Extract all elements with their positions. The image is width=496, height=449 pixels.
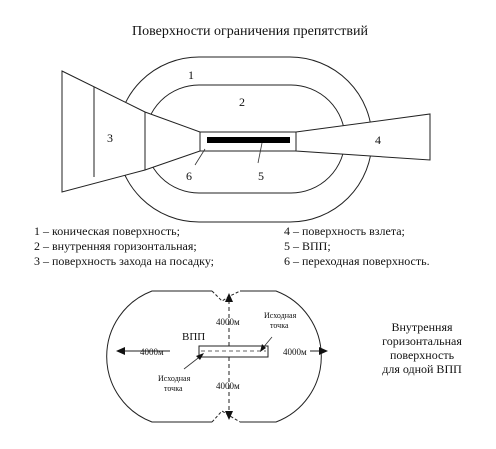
ref-point-lower-line2: точка [164, 384, 183, 393]
legend-item-3: 3 – поверхность захода на посадку; [34, 254, 214, 268]
caption-line-2: горизонтальная [382, 334, 462, 348]
leader-5 [257, 142, 263, 164]
diagram-title: Поверхности ограничения препятствий [132, 24, 368, 39]
leader-6 [194, 148, 206, 166]
upper-diagram: 1 2 3 4 5 6 [61, 56, 431, 223]
legend-item-1: 1 – коническая поверхность; [34, 224, 180, 238]
ref-point-upper-line2: точка [270, 321, 289, 330]
distance-top: 4000м [216, 317, 240, 327]
takeoff-surface [295, 113, 431, 161]
ref-point-upper-line1: Исходная [264, 311, 297, 320]
legend-item-2: 2 – внутренняя горизонтальная; [34, 239, 197, 253]
runway [207, 137, 290, 143]
horizontal-surface-boundary-right [240, 290, 322, 423]
distance-bottom: 4000м [216, 381, 240, 391]
legend-item-6: 6 – переходная поверхность. [284, 254, 430, 268]
lower-vpp-label: ВПП [182, 331, 205, 343]
ref-arrow-upper-icon [260, 344, 266, 352]
zone-label-1: 1 [188, 68, 194, 82]
arrow-down-icon [225, 411, 233, 420]
horizontal-surface-boundary [106, 290, 212, 423]
caption-line-1: Внутренняя [391, 320, 453, 334]
arrow-right-icon [319, 347, 328, 355]
caption-line-4: для одной ВПП [382, 362, 462, 376]
lower-diagram: ВПП 4000м 4000м 4000м 4000м Исходная точ… [106, 290, 328, 423]
distance-right: 4000м [283, 347, 307, 357]
lower-caption: Внутренняя горизонтальная поверхность дл… [382, 320, 462, 376]
zone-label-3: 3 [107, 131, 113, 145]
arrow-left-icon [116, 347, 125, 355]
legend-item-4: 4 – поверхность взлета; [284, 224, 405, 238]
zone-label-2: 2 [239, 95, 245, 109]
lower-runway [198, 345, 269, 358]
approach-surface [61, 70, 201, 193]
ref-arrow-lower-icon [196, 353, 204, 360]
caption-line-3: поверхность [390, 348, 455, 362]
boundary-gap-top [211, 290, 241, 302]
boundary-gap-bottom [211, 410, 241, 423]
distance-left: 4000м [140, 347, 164, 357]
zone-label-6: 6 [186, 169, 192, 183]
legend-item-5: 5 – ВПП; [284, 239, 331, 253]
zone-label-5: 5 [258, 169, 264, 183]
legend: 1 – коническая поверхность; 2 – внутренн… [34, 224, 430, 268]
zone-label-4: 4 [375, 133, 381, 147]
ref-point-lower-line1: Исходная [158, 374, 191, 383]
arrow-up-icon [225, 293, 233, 302]
